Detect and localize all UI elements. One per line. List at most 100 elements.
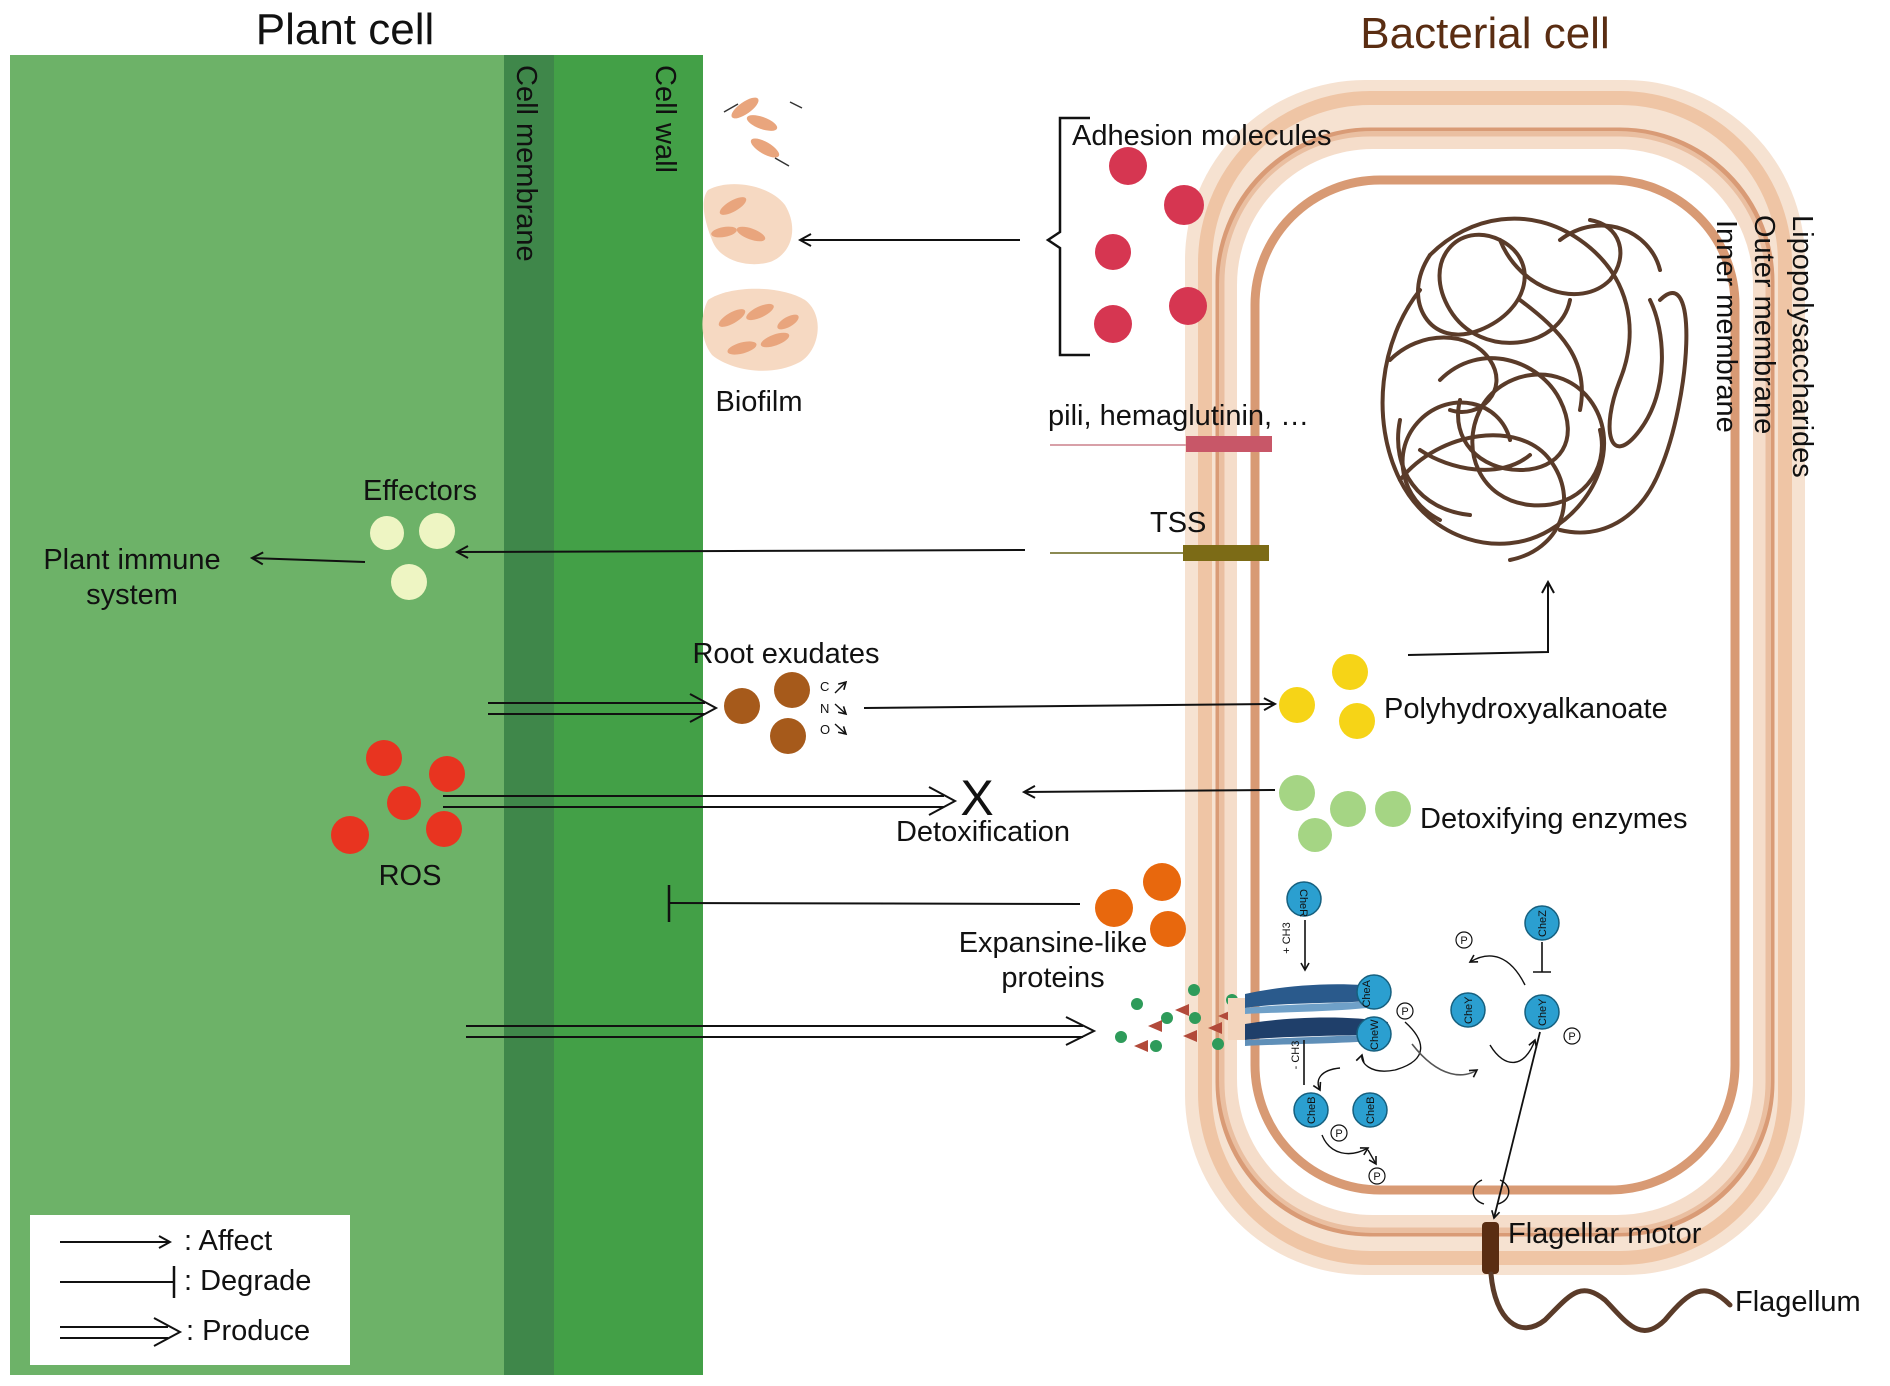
adhesion-molecules (1094, 147, 1207, 343)
detoxification-x: X (960, 770, 993, 826)
chea-to-chey-arrow (1411, 1043, 1479, 1078)
minus-ch3-label: - CH3 (1290, 1041, 1302, 1070)
chey-phospho-arrow (1489, 1038, 1538, 1064)
chey-phospho-label: P (1568, 1031, 1575, 1043)
cheb-phospho (1330, 1124, 1348, 1142)
biofilm-label: Biofilm (715, 386, 802, 418)
plant-immune-label-line1: Plant immune (43, 544, 220, 576)
cher-label: CheR (1297, 889, 1309, 917)
chey-p-label: CheY (1537, 998, 1549, 1026)
cher-protein (1286, 881, 1322, 917)
plant-immune-label-line2: system (86, 579, 178, 611)
legend-affect-label: : Affect (184, 1225, 272, 1257)
cheb-protein (1293, 1092, 1329, 1128)
outer-membrane-label: Outer membrane (1748, 215, 1780, 434)
ros-produce-arrow (443, 786, 958, 816)
chew-label: CheW (1369, 1019, 1381, 1050)
chey-protein (1450, 992, 1486, 1028)
produce-exudates-arrow (488, 693, 719, 723)
chromosome (1380, 216, 1689, 562)
bacterial-cell-title: Bacterial cell (1360, 9, 1609, 58)
cheb-cycle-arrow (1321, 1134, 1370, 1156)
chew-protein (1356, 1016, 1392, 1052)
effectors (370, 513, 455, 600)
pha-to-chromosome-arrow (1407, 582, 1548, 656)
cheb-release-phospho (1368, 1167, 1386, 1185)
chey-release-phospho-label: P (1460, 935, 1467, 947)
expansine-label-line2: proteins (1001, 962, 1104, 994)
cell-wall-label: Cell wall (649, 65, 681, 173)
exudate-c-label: C (820, 679, 829, 694)
flagellar-motor-label: Flagellar motor (1508, 1218, 1702, 1250)
expansine-like-proteins (1095, 863, 1186, 947)
chea-loop-arrow (1355, 1021, 1422, 1072)
effectors-label: Effectors (363, 475, 477, 507)
inner-membrane (1250, 175, 1740, 1195)
che-proteins: CheR + CH3 CheA CheW P - CH3 CheB CheB P… (1281, 881, 1581, 1220)
detoxifying-enzymes-label: Detoxifying enzymes (1420, 803, 1688, 835)
root-exudates (724, 672, 810, 754)
chey-dephospho-arrow (1468, 954, 1526, 986)
chey-to-motor-arrow (1491, 1031, 1541, 1220)
legend-produce-arrow (60, 1317, 183, 1347)
signal-ligands (1115, 984, 1238, 1052)
tss-to-effectors-arrow (457, 550, 1026, 552)
cell-membrane-label: Cell membrane (510, 65, 542, 262)
chemoreceptors (1228, 984, 1388, 1046)
cheb-phospho-protein-label: CheB (1365, 1096, 1377, 1124)
ros-label: ROS (379, 860, 442, 892)
legend-produce-label: : Produce (186, 1315, 310, 1347)
tss-label: TSS (1150, 507, 1206, 539)
effectors-to-immune-arrow (252, 558, 366, 562)
ros-molecules (331, 740, 465, 854)
detoxification-label: Detoxification (896, 816, 1070, 848)
exudate-n-label: N (820, 701, 829, 716)
adhesion-bracket (1045, 116, 1090, 357)
exudate-o-label: O (820, 722, 830, 737)
expansine-label-line1: Expansine-like (959, 927, 1148, 959)
flagellum (1488, 1271, 1733, 1333)
plant-cell-title: Plant cell (256, 5, 435, 54)
signal-produce-arrow (466, 1016, 1097, 1046)
polyhydroxyalkanoate-label: Polyhydroxyalkanoate (1384, 693, 1668, 725)
cheb-phospho-protein (1352, 1092, 1388, 1128)
plus-ch3-label: + CH3 (1281, 922, 1293, 954)
cheb-label: CheB (1306, 1096, 1318, 1124)
chey-phospho (1563, 1027, 1581, 1045)
biofilm (702, 97, 818, 371)
pili-label: pili, hemaglutinin, … (1048, 400, 1309, 432)
adhesion-molecules-label: Adhesion molecules (1072, 120, 1332, 152)
exudates-to-pha-arrow (863, 704, 1275, 708)
pili-protein (1186, 436, 1272, 452)
chea-protein (1356, 974, 1392, 1010)
chez-protein (1524, 905, 1560, 941)
chea-phospho (1396, 1002, 1414, 1020)
chey-p-protein (1524, 994, 1560, 1030)
inner-membrane-label: Inner membrane (1710, 220, 1742, 433)
chea-label: CheA (1361, 979, 1373, 1007)
cheb-release-arrow (1367, 1149, 1377, 1166)
chea-phospho-label: P (1401, 1006, 1408, 1018)
legend-degrade-label: : Degrade (184, 1265, 311, 1297)
cheb-loop-arrow (1312, 1067, 1341, 1092)
cheb-release-phospho-label: P (1373, 1171, 1380, 1183)
flagellum-label: Flagellum (1735, 1286, 1861, 1318)
plant-cytoplasm (10, 55, 504, 1375)
motor-rotation-icon (1472, 1179, 1510, 1205)
detoxifying-enzymes (1279, 775, 1411, 852)
legend: : Affect : Degrade : Produce (60, 1225, 311, 1347)
flagellar-motor (1482, 1222, 1499, 1274)
tss-protein (1183, 545, 1269, 561)
polyhydroxyalkanoate-granules (1279, 654, 1375, 739)
exudate-arrows (834, 680, 848, 736)
cheb-phospho-label: P (1335, 1128, 1342, 1140)
legend-box (30, 1215, 350, 1365)
root-exudates-label: Root exudates (692, 638, 879, 670)
chez-label: CheZ (1537, 910, 1549, 937)
chey-release-phospho (1455, 931, 1473, 949)
chey-label: CheY (1463, 996, 1475, 1024)
expansine-degrade-line (669, 902, 1081, 905)
lipopolysaccharides-label: Lipopolysaccharides (1786, 215, 1818, 478)
enzymes-to-detox-arrow (1024, 790, 1276, 792)
